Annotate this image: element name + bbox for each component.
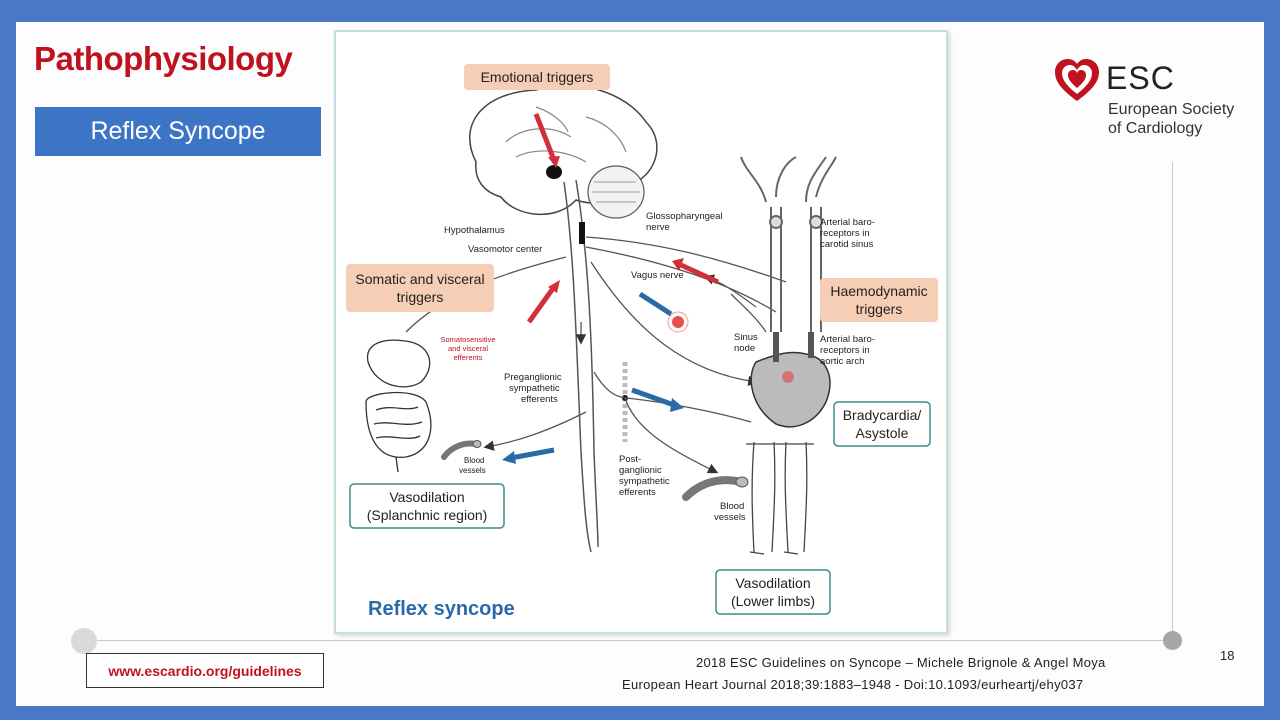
label-hypothalamus: Hypothalamus: [444, 225, 505, 236]
haemodynamic-triggers-label-1: Haemodynamic: [830, 283, 927, 299]
label-blood-2a: Blood: [720, 501, 744, 512]
slide-title: Pathophysiology: [34, 40, 293, 77]
somatosensitive-labels: Somatosensitive and visceral efferents: [440, 335, 495, 362]
esc-abbreviation: ESC: [1106, 60, 1175, 96]
label-pregang-1: Preganglionic: [504, 372, 562, 383]
label-pregang-2: sympathetic: [509, 383, 560, 394]
bradycardia-box: Bradycardia/ Asystole: [833, 401, 931, 447]
esc-name-line1: European Society: [1108, 101, 1235, 118]
section-banner: Reflex Syncope: [35, 107, 321, 156]
label-blood-1b: vessels: [459, 466, 486, 475]
divider-horizontal: [76, 640, 1176, 641]
blood-vessel-limbs: [682, 476, 749, 501]
somatic-triggers-box: Somatic and visceral triggers: [346, 264, 494, 312]
haemodynamic-triggers-label-2: triggers: [856, 301, 903, 317]
label-somato-3: efferents: [453, 353, 482, 362]
citation-line2: European Heart Journal 2018;39:1883–1948…: [622, 677, 1084, 692]
blood-vessel-splanchnic: [441, 440, 482, 460]
esc-logo: ESC European Society of Cardiology: [1052, 54, 1252, 144]
label-postgang-3: sympathetic: [619, 476, 670, 487]
label-blood-2b: vessels: [714, 512, 746, 523]
afferent-arrows: [526, 113, 720, 324]
label-baro-carotid-2: receptors in: [820, 228, 870, 239]
label-baro-carotid-1: Arterial baro-: [820, 217, 875, 228]
emotional-triggers-box: Emotional triggers: [464, 64, 610, 90]
emotional-triggers-label: Emotional triggers: [481, 69, 594, 85]
esc-name-line2: of Cardiology: [1108, 120, 1203, 137]
anatomy-labels: Hypothalamus Vasomotor center Glossophar…: [444, 211, 875, 523]
somatic-triggers-label-1: Somatic and visceral: [355, 271, 484, 287]
label-baro-aortic-3: aortic arch: [820, 356, 864, 367]
label-vagus: Vagus nerve: [631, 270, 684, 281]
label-sinus-2: node: [734, 343, 755, 354]
label-postgang-2: ganglionic: [619, 465, 662, 476]
label-pregang-3: efferents: [521, 394, 558, 405]
vasodilation-splanchnic-label-1: Vasodilation: [389, 489, 464, 505]
somatic-triggers-label-2: triggers: [397, 289, 444, 305]
decorative-dot-left: [71, 628, 97, 654]
brain-illustration: [469, 84, 658, 219]
page-number: 18: [1220, 648, 1235, 663]
heart-logo-icon: [1055, 59, 1099, 101]
haemodynamic-triggers-box: Haemodynamic triggers: [820, 278, 938, 322]
label-baro-carotid-3: carotid sinus: [820, 239, 874, 250]
diagram-figure: Emotional triggers Somatic and visceral …: [334, 30, 948, 634]
efferent-arrows: [502, 291, 689, 464]
label-somato-1: Somatosensitive: [440, 335, 495, 344]
label-baro-aortic-2: receptors in: [820, 345, 870, 356]
label-postgang-4: efferents: [619, 487, 656, 498]
slide: Pathophysiology Reflex Syncope: [16, 22, 1264, 706]
digestive-organs: [365, 339, 432, 473]
label-somato-2: and visceral: [448, 344, 488, 353]
vasodilation-limbs-label-1: Vasodilation: [735, 575, 810, 591]
divider-vertical: [1172, 162, 1173, 632]
decorative-dot-right: [1163, 631, 1182, 650]
bradycardia-label-2: Asystole: [856, 425, 909, 441]
label-blood-1a: Blood: [464, 456, 484, 465]
diagram-title: Reflex syncope: [368, 598, 515, 620]
spinal-cord: [563, 179, 599, 553]
label-glosso-1: Glossopharyngeal: [646, 211, 723, 222]
citation-line1: 2018 ESC Guidelines on Syncope – Michele…: [696, 655, 1106, 670]
bradycardia-label-1: Bradycardia/: [843, 407, 922, 423]
label-postgang-1: Post-: [619, 454, 641, 465]
vasodilation-splanchnic-label-2: (Splanchnic region): [367, 507, 488, 523]
diagram-canvas: Emotional triggers Somatic and visceral …: [346, 64, 938, 620]
lower-limbs-illustration: [746, 441, 814, 555]
label-vasomotor: Vasomotor center: [468, 244, 542, 255]
vasodilation-limbs-label-2: (Lower limbs): [731, 593, 815, 609]
vasodilation-limbs-box: Vasodilation (Lower limbs): [715, 569, 831, 615]
label-baro-aortic-1: Arterial baro-: [820, 334, 875, 345]
vasodilation-splanchnic-box: Vasodilation (Splanchnic region): [349, 483, 505, 529]
guidelines-url-link[interactable]: www.escardio.org/guidelines: [86, 653, 324, 688]
heart-illustration: [750, 332, 831, 428]
label-sinus-1: Sinus: [734, 332, 758, 343]
label-glosso-2: nerve: [646, 222, 670, 233]
carotid-arteries: [740, 156, 837, 332]
